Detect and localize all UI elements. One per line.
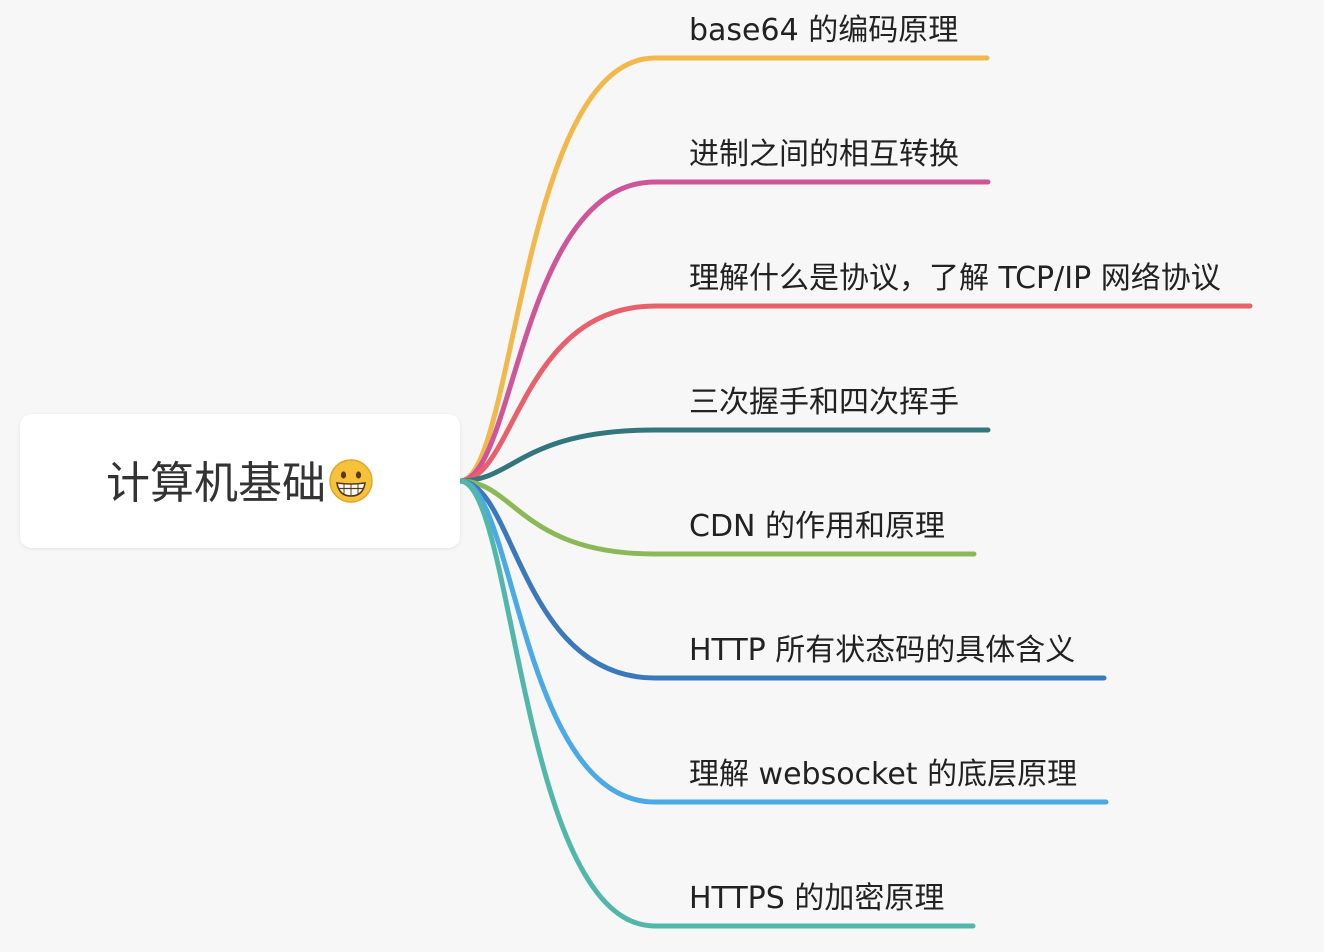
branch-label[interactable]: 理解什么是协议，了解 TCP/IP 网络协议	[689, 261, 1221, 296]
branch-line	[457, 427, 991, 484]
branch-label[interactable]: 理解 websocket 的底层原理	[689, 757, 1078, 792]
branch-label[interactable]: base64 的编码原理	[689, 13, 959, 48]
grinning-face-icon	[328, 458, 374, 515]
branch-label[interactable]: 三次握手和四次挥手	[689, 385, 959, 420]
branch-line	[457, 303, 1253, 484]
branch-line	[457, 478, 1109, 805]
root-node[interactable]: 计算机基础	[20, 414, 460, 548]
branch-line	[457, 478, 977, 557]
branch-label[interactable]: CDN 的作用和原理	[689, 509, 946, 544]
branch-line	[457, 478, 976, 929]
branch-line	[457, 478, 1107, 681]
branch-label[interactable]: HTTPS 的加密原理	[689, 881, 945, 916]
branch-label[interactable]: HTTP 所有状态码的具体含义	[689, 633, 1076, 668]
branch-line	[457, 179, 991, 484]
root-title-text: 计算机基础	[106, 458, 326, 510]
branch-line	[457, 55, 990, 484]
root-title: 计算机基础	[106, 447, 374, 515]
branch-label[interactable]: 进制之间的相互转换	[689, 137, 959, 172]
